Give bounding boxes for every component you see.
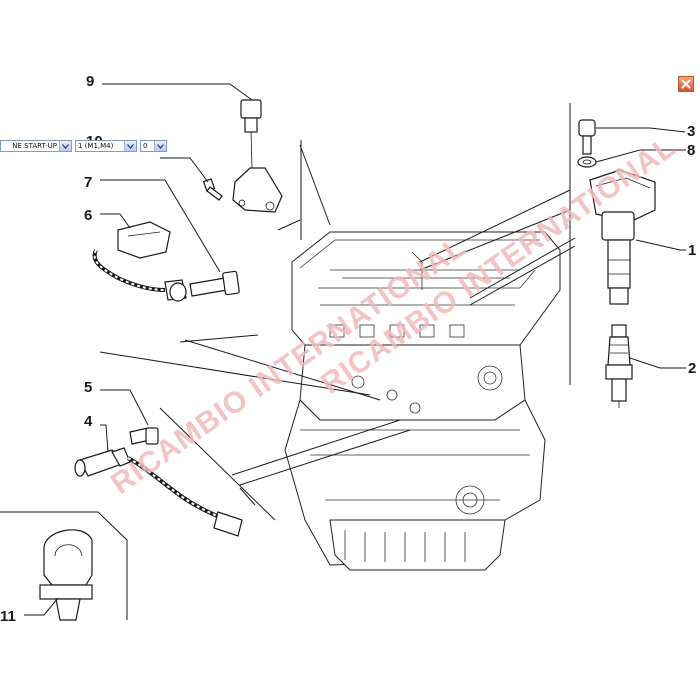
callout-6: 6	[84, 207, 92, 224]
callout-9: 9	[86, 73, 94, 90]
callout-8: 8	[687, 142, 695, 159]
leader-lines	[0, 103, 571, 620]
chevron-down-icon[interactable]	[59, 141, 71, 151]
part-11-clip	[24, 529, 93, 621]
callout-7: 7	[84, 174, 92, 191]
variant-select[interactable]: 0	[140, 140, 167, 152]
part-8-washer	[577, 149, 686, 168]
variant-selector-toolbar: NE START-UP 1 (M1,M4) 0	[0, 139, 167, 153]
callout-1: 1	[688, 242, 696, 259]
callout-4: 4	[84, 413, 93, 430]
chevron-down-icon[interactable]	[124, 141, 136, 151]
close-icon	[681, 79, 691, 89]
close-button[interactable]	[678, 76, 694, 92]
callout-5: 5	[84, 379, 92, 396]
part-5-bolt	[100, 389, 159, 445]
model-select[interactable]: 1 (M1,M4)	[75, 140, 137, 152]
part-6-knock-sensor	[92, 213, 187, 302]
part-2-spark-plug	[605, 324, 686, 408]
callout-2: 2	[688, 360, 696, 377]
engine-block	[284, 189, 576, 571]
part-3-screw	[578, 119, 686, 155]
callout-labels: 9 10 7 6 5 4 11 3 8 1 2	[0, 73, 696, 625]
variant-select-value: 0	[143, 142, 148, 150]
part-7-bolt	[100, 179, 240, 297]
part-9-sensor	[102, 83, 283, 213]
start-up-select[interactable]: NE START-UP	[0, 140, 72, 152]
model-select-value: 1 (M1,M4)	[78, 142, 114, 150]
callout-11: 11	[0, 608, 16, 625]
part-4-crank-sensor	[74, 424, 243, 537]
part-10-bolt	[160, 157, 223, 201]
part-1-ignition-coil	[589, 169, 686, 305]
start-up-select-value: NE START-UP	[12, 142, 57, 150]
callout-3: 3	[687, 123, 695, 140]
chevron-down-icon[interactable]	[154, 141, 166, 151]
